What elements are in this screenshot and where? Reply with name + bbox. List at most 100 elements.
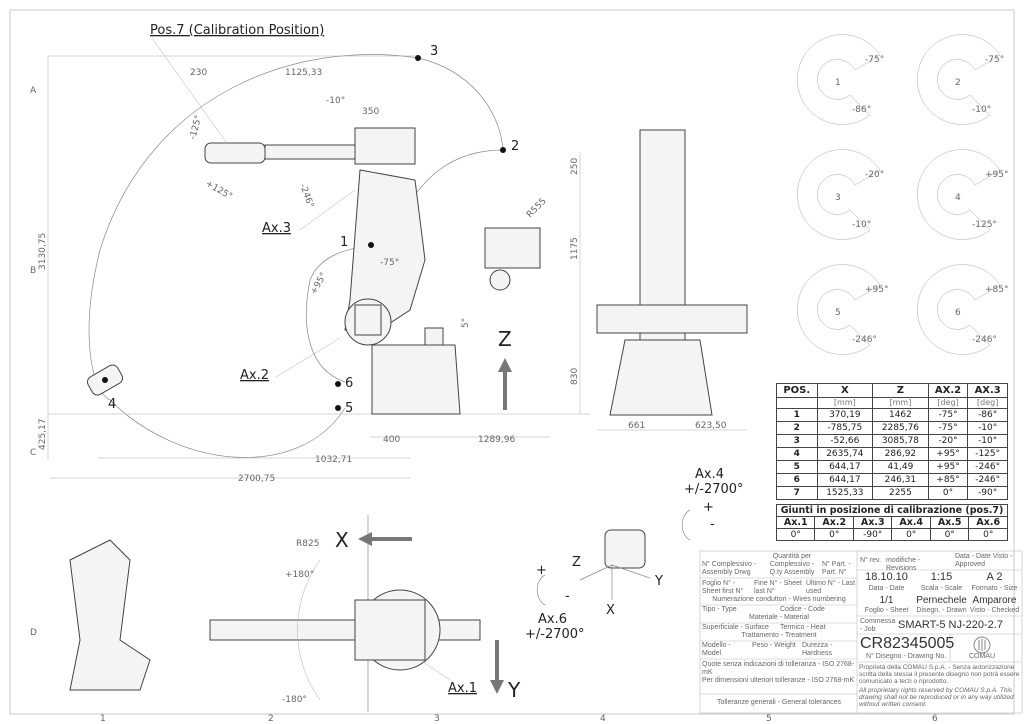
table-cell: 286,92 [872, 447, 929, 461]
tb-label: Termico - Heat [780, 624, 826, 631]
point-marker [335, 405, 341, 411]
zone-number: 4 [600, 714, 606, 724]
table-cell: 644,17 [816, 473, 874, 487]
point-label: 6 [345, 376, 353, 391]
wrist [204, 142, 266, 164]
table-cell: 0° [891, 528, 931, 541]
angle-label: -246° [297, 183, 315, 210]
table-cell: -246° [967, 473, 1008, 487]
table-cell: 7 [776, 486, 818, 500]
table-cell: 0° [927, 486, 969, 500]
tb-label: Materiale - Material [749, 614, 809, 621]
column-header: Ax.1 [775, 516, 816, 529]
tb-date: 18.10.10 [865, 571, 908, 583]
tb-label: Visto - Checked [969, 607, 1020, 614]
table-cell: -75° [927, 421, 969, 435]
table-cell: 1 [776, 408, 818, 422]
tb-label: Trattamento - Treatment [741, 632, 817, 639]
table-cell: -75° [927, 408, 969, 422]
tb-sheet: 1/1 [879, 595, 894, 606]
tb-copyright: Proprietà della COMAU S.p.A. - Senza aut… [859, 664, 1020, 685]
x-axis-label: X [335, 528, 349, 552]
point-label: 5 [345, 401, 353, 416]
unit-cell: [mm] [816, 397, 874, 409]
column-header: Ax.6 [968, 516, 1008, 529]
tb-label: Modello - Model [702, 642, 731, 657]
drawing-frame [9, 9, 1015, 715]
y-axis-label: Y [654, 574, 663, 589]
small-position-views: -75°-86°1-75°-10°2-20°-10°3+95°-125°4+95… [797, 34, 1009, 355]
table-cell: -20° [927, 434, 969, 448]
table-cell: 5 [776, 460, 818, 474]
point-label: 2 [955, 78, 961, 88]
table-cell: 644,17 [816, 460, 874, 474]
angle-label: -10° [852, 220, 871, 230]
axis-3-label: Ax.3 [262, 221, 291, 236]
angle-label: -86° [852, 105, 871, 115]
table-cell: -90° [852, 528, 893, 541]
dimension-label: 425,17 [38, 419, 48, 451]
angle-label: -10° [972, 105, 991, 115]
position-view-outline [797, 149, 881, 240]
zone-letter: A [30, 86, 37, 96]
tb-label: Tolleranze generali - General tolerances [716, 699, 842, 706]
tb-label: Quote senza indicazioni di tolleranza - … [702, 661, 855, 676]
table-cell: -246° [967, 460, 1008, 474]
point-label: 3 [835, 193, 841, 203]
base [371, 344, 461, 415]
position-view-outline [917, 34, 1001, 125]
angle-label: -75° [380, 258, 399, 268]
zone-letter: C [30, 448, 36, 458]
plus-sign: + [703, 500, 714, 515]
table-cell: +95° [927, 460, 969, 474]
dimension-label: 230 [190, 68, 207, 78]
forearm [264, 144, 356, 160]
tb-label: Quantità per Complessivo - Q.ty Assembly [769, 553, 815, 576]
table-cell: -86° [967, 408, 1008, 422]
tb-label: Foglio - Sheet [864, 607, 909, 614]
point-marker [500, 147, 506, 153]
calibration-table: Giunti in posizione di calibrazione (pos… [775, 504, 1008, 541]
zone-letter: B [30, 266, 36, 276]
point-label: 4 [955, 193, 961, 203]
work-envelope-arc [88, 54, 419, 458]
table-cell: 2285,76 [872, 421, 929, 435]
tb-label: Peso - Weight [752, 642, 796, 649]
dimension-label: 830 [570, 368, 580, 385]
column-header: Ax.2 [814, 516, 854, 529]
comau-logo [973, 636, 991, 654]
table-cell: -10° [967, 434, 1008, 448]
point-label: 1 [835, 78, 841, 88]
tb-label: Per dimensioni ulteriori tolleranze - IS… [702, 677, 855, 684]
front-view: 661 623,50 [596, 129, 748, 431]
column-header: Ax.4 [891, 516, 931, 529]
column-header: Ax.3 [852, 516, 893, 529]
angle-label: +95° [865, 285, 889, 295]
table-cell: 1525,33 [816, 486, 874, 500]
tb-label: Commessa - Job [860, 618, 896, 633]
dimension-label: 623,50 [695, 421, 727, 431]
dimension-label: 400 [383, 435, 400, 445]
zone-letter: D [30, 628, 37, 638]
dimension-label: 5° [461, 318, 471, 328]
axis-6-label: Ax.6 [538, 612, 567, 627]
table-cell: 370,19 [816, 408, 874, 422]
column-header: Ax.5 [929, 516, 970, 529]
axis-4-range: +/-2700° [684, 482, 744, 497]
table-cell: 2635,74 [816, 447, 874, 461]
table-cell: +85° [927, 473, 969, 487]
tb-scale: 1:15 [930, 571, 953, 583]
table-cell: 3085,78 [872, 434, 929, 448]
column-header: POS. [776, 383, 818, 398]
dimension-label: 350 [362, 107, 379, 117]
tb-label: Disegn. - Drawn [916, 607, 967, 614]
dimension-label: R825 [296, 539, 319, 549]
tb-designer: Pernechele [916, 595, 967, 606]
table-cell: -90° [967, 486, 1008, 500]
axis-2-label: Ax.2 [240, 368, 269, 383]
column-header: Z [872, 383, 929, 398]
